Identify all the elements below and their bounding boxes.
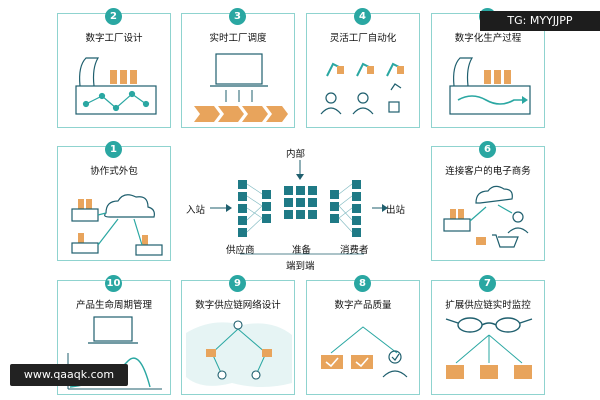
number-badge: 6 [479,141,496,158]
card-title: 数字供应链网络设计 [195,300,281,311]
number-badge: 4 [354,8,371,25]
card-ecommerce: 6 连接客户的电子商务 [431,141,545,261]
card-title: 数字工厂设计 [85,33,143,44]
card-title: 协作式外包 [90,166,138,177]
card-collaborative-outsourcing: 1 协作式外包 [57,141,171,261]
flow-grid-graphic [210,160,388,255]
card-title: 灵活工厂自动化 [329,33,397,44]
tg-overlay-badge: TG: MYYJJPP [480,11,600,31]
outbound-label: 出站 [386,205,406,216]
card-title: 数字产品质量 [334,300,392,311]
inbound-label: 入站 [186,205,206,216]
number-badge: 10 [105,275,122,292]
internal-label: 内部 [286,149,306,160]
number-badge: 3 [229,8,246,25]
center-diagram: 内部 入站 出站 供应商 准备 消费者 端到端 [180,140,425,272]
card-flexible-automation: 4 灵活工厂自动化 [306,8,420,128]
prep-label: 准备 [292,245,312,256]
card-supply-network: 9 数字供应链网络设计 [181,275,295,395]
number-badge: 9 [229,275,246,292]
card-title: 数字化生产过程 [454,33,522,44]
card-title: 实时工厂调度 [209,33,267,44]
e2e-label: 端到端 [286,261,315,272]
quality-check-icon [321,326,408,378]
number-badge: 8 [354,275,371,292]
cloud-factories-icon [71,194,163,256]
card-product-quality: 8 数字产品质量 [306,275,420,395]
number-badge: 2 [105,8,122,25]
supplier-label: 供应商 [226,245,255,256]
card-title: 连接客户的电子商务 [445,166,531,177]
glasses-monitor-icon [445,317,533,379]
card-title: 扩展供应链实时监控 [445,300,531,311]
number-badge: 7 [479,275,496,292]
number-badge: 1 [105,141,122,158]
card-realtime-monitoring: 7 扩展供应链实时监控 [431,275,545,395]
watermark-label: www.qaaqk.com [10,364,128,386]
ecommerce-icon [443,185,529,248]
factory-network-icon [75,57,157,115]
card-title: 产品生命周期管理 [75,300,152,311]
robot-arm-icon [320,62,404,115]
consumer-label: 消费者 [340,245,369,256]
factory-process-icon [449,57,531,115]
world-network-icon [186,320,292,387]
card-digital-factory-design: 2 数字工厂设计 [57,8,171,128]
card-realtime-scheduling: 3 实时工厂调度 [181,8,295,128]
monitor-flow-icon [194,53,288,122]
